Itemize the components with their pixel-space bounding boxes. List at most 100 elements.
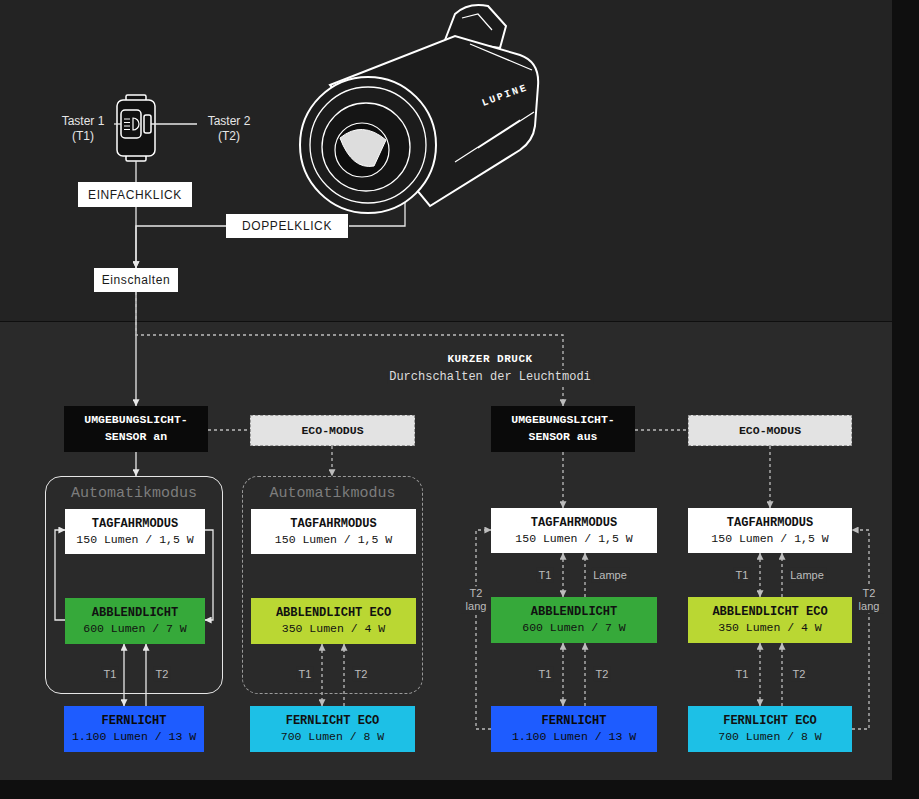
edge-label: T2 lang bbox=[854, 586, 884, 613]
node-subtitle: 1.100 Lumen / 13 W bbox=[72, 729, 196, 745]
connector-arrow bbox=[136, 226, 226, 268]
connector-arrow bbox=[136, 292, 563, 406]
lamp-reflector bbox=[335, 123, 389, 177]
mode-box: FERNLICHT ECO700 Lumen / 8 W bbox=[250, 706, 415, 752]
edge-label: T1 bbox=[734, 568, 751, 583]
mode-box: FERNLICHT1.100 Lumen / 13 W bbox=[64, 706, 204, 752]
edge-label: T1 bbox=[297, 667, 314, 682]
connector-arrow bbox=[205, 530, 213, 620]
node-title: UMGEBUNGSLICHT- SENSOR an bbox=[72, 412, 200, 445]
connector-arrow bbox=[781, 643, 782, 706]
note-text: Durchschalten der Leuchtmodi bbox=[387, 370, 593, 384]
headlight-icon bbox=[133, 118, 139, 130]
mode-box: ABBLENDLICHT600 Lumen / 7 W bbox=[491, 597, 657, 643]
mode-box: ABBLENDLICHT ECO350 Lumen / 4 W bbox=[251, 598, 416, 644]
connector-arrow bbox=[759, 553, 760, 597]
edge-label: T1 bbox=[102, 667, 119, 682]
connector-arrow bbox=[562, 553, 563, 597]
node-title: ABBLENDLICHT ECO bbox=[276, 605, 391, 621]
mode-box: FERNLICHT1.100 Lumen / 13 W bbox=[491, 706, 657, 752]
lamp-front bbox=[300, 77, 436, 213]
connector-arrow bbox=[635, 429, 688, 430]
node-title: ABBLENDLICHT bbox=[92, 605, 178, 621]
edge-label: T2 lang bbox=[461, 586, 491, 613]
connector-arrow bbox=[135, 452, 136, 476]
edge-label: T2 bbox=[154, 667, 171, 682]
eco-box: ECO-MODUS bbox=[250, 415, 415, 446]
node-subtitle: 150 Lumen / 1,5 W bbox=[515, 531, 632, 547]
connector-arrow bbox=[781, 553, 782, 597]
node-title: ECO-MODUS bbox=[739, 424, 801, 437]
connector-arrow bbox=[759, 643, 760, 706]
node-subtitle: 350 Lumen / 4 W bbox=[718, 620, 822, 636]
node-subtitle: 350 Lumen / 4 W bbox=[282, 621, 386, 637]
mode-box: TAGFAHRMODUS150 Lumen / 1,5 W bbox=[491, 508, 657, 553]
action-box: DOPPELKLICK bbox=[226, 214, 348, 238]
node-title: Automatikmodus bbox=[46, 485, 222, 502]
mode-box: FERNLICHT ECO700 Lumen / 8 W bbox=[688, 706, 852, 752]
lamp-led bbox=[340, 129, 386, 166]
mode-box: ABBLENDLICHT600 Lumen / 7 W bbox=[65, 598, 205, 644]
node-subtitle: 150 Lumen / 1,5 W bbox=[275, 532, 392, 548]
edge-label: T1 bbox=[537, 667, 554, 682]
sensor-box: UMGEBUNGSLICHT- SENSOR aus bbox=[491, 406, 635, 452]
node-title: TAGFAHRMODUS bbox=[727, 515, 813, 531]
node-title: TAGFAHRMODUS bbox=[531, 515, 617, 531]
node-title: FERNLICHT ECO bbox=[286, 713, 380, 729]
node-subtitle: 700 Lumen / 8 W bbox=[281, 729, 385, 745]
connector-arrow bbox=[852, 530, 869, 729]
connector-arrow bbox=[145, 644, 146, 706]
lamp-body-ribs bbox=[455, 44, 534, 162]
node-subtitle: 150 Lumen / 1,5 W bbox=[711, 531, 828, 547]
edge-label: T2 bbox=[594, 667, 611, 682]
node-title: FERNLICHT bbox=[542, 713, 607, 729]
node-title: DOPPELKLICK bbox=[242, 219, 332, 233]
mode-box: ABBLENDLICHT ECO350 Lumen / 4 W bbox=[688, 597, 852, 643]
connector-arrow bbox=[135, 292, 136, 406]
sensor-box: UMGEBUNGSLICHT- SENSOR an bbox=[64, 406, 208, 452]
connector-arrow bbox=[343, 644, 344, 706]
connector-arrow bbox=[584, 553, 585, 597]
node-title: FERNLICHT ECO bbox=[723, 713, 817, 729]
node-title: EINFACHKLICK bbox=[88, 188, 182, 202]
connector-arrow bbox=[562, 643, 563, 706]
mode-box: TAGFAHRMODUS150 Lumen / 1,5 W bbox=[65, 509, 205, 554]
connector-arrow bbox=[321, 644, 322, 706]
edge-label: Lampe bbox=[788, 568, 826, 583]
node-subtitle: 600 Lumen / 7 W bbox=[83, 621, 187, 637]
edge-label: T1 bbox=[734, 667, 751, 682]
edge-label: T1 bbox=[537, 568, 554, 583]
switch-button-1 bbox=[121, 110, 141, 138]
edge-label: Lampe bbox=[591, 568, 629, 583]
node-title: ABBLENDLICHT ECO bbox=[712, 604, 827, 620]
node-subtitle: 1.100 Lumen / 13 W bbox=[512, 729, 636, 745]
mode-box: TAGFAHRMODUS150 Lumen / 1,5 W bbox=[251, 509, 416, 554]
mode-group: AutomatikmodusTAGFAHRMODUS150 Lumen / 1,… bbox=[45, 476, 223, 694]
connector-arrow bbox=[584, 643, 585, 706]
button-label: Taster 2 (T2) bbox=[200, 114, 258, 144]
lamp-illustration bbox=[300, 5, 538, 213]
note-heading: KURZER DRUCK bbox=[445, 353, 534, 365]
bottom-panel bbox=[0, 322, 892, 780]
node-title: TAGFAHRMODUS bbox=[290, 516, 376, 532]
action-box: EINFACHKLICK bbox=[78, 182, 192, 207]
edge-label: T2 bbox=[791, 667, 808, 682]
lamp-mount-detail bbox=[462, 14, 492, 30]
leader-line bbox=[114, 123, 121, 124]
mode-box: TAGFAHRMODUS150 Lumen / 1,5 W bbox=[688, 508, 852, 553]
button-label: Taster 1 (T1) bbox=[54, 114, 112, 144]
connector-arrow bbox=[208, 429, 250, 430]
node-subtitle: 150 Lumen / 1,5 W bbox=[76, 532, 193, 548]
headlight-icon-beams bbox=[124, 119, 130, 130]
switch-illustration bbox=[117, 95, 155, 161]
node-title: Automatikmodus bbox=[243, 485, 422, 502]
connector-arrow bbox=[123, 644, 124, 706]
connector-arrow bbox=[476, 530, 491, 729]
action-box: Einschalten bbox=[94, 268, 179, 292]
edge-label: T2 bbox=[353, 667, 370, 682]
connector-arrow bbox=[562, 452, 563, 508]
brand-mark: LUPINE bbox=[481, 82, 530, 109]
connector-arrow bbox=[331, 446, 332, 476]
